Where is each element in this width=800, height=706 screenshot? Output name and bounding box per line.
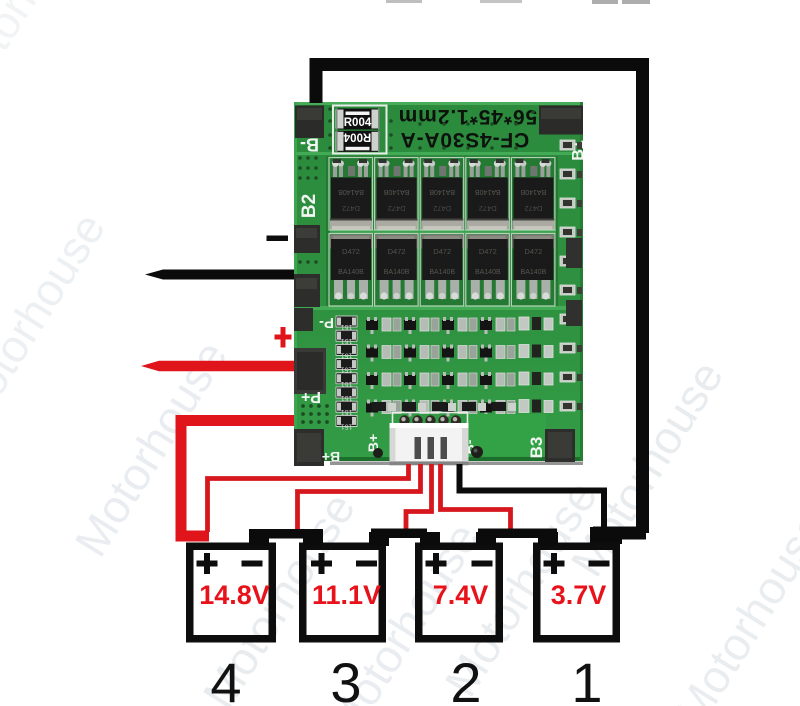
svg-text:151: 151	[341, 380, 353, 387]
svg-text:151: 151	[341, 323, 353, 330]
svg-text:D472: D472	[524, 204, 542, 213]
svg-text:56*45*1.2mm: 56*45*1.2mm	[398, 105, 538, 128]
svg-text:151: 151	[341, 422, 353, 429]
svg-text:D472: D472	[479, 247, 497, 256]
svg-text:P-: P-	[319, 314, 334, 331]
svg-text:BA140B: BA140B	[383, 188, 409, 195]
svg-text:151: 151	[341, 394, 353, 401]
svg-text:B2: B2	[299, 194, 320, 218]
svg-text:B-: B-	[300, 135, 319, 155]
svg-text:B3: B3	[527, 437, 546, 459]
svg-text:B+: B+	[322, 449, 340, 465]
svg-text:2: 2	[450, 651, 481, 706]
svg-text:151: 151	[341, 408, 353, 415]
svg-text:R004: R004	[343, 130, 371, 142]
svg-text:BA140B: BA140B	[521, 269, 547, 276]
svg-text:D472: D472	[433, 204, 451, 213]
svg-text:BA140B: BA140B	[475, 269, 501, 276]
svg-text:D472: D472	[479, 204, 497, 213]
svg-text:BA140B: BA140B	[520, 188, 546, 195]
svg-text:D472: D472	[388, 204, 406, 213]
svg-text:7.4V: 7.4V	[433, 580, 489, 610]
svg-text:BA140B: BA140B	[338, 188, 364, 195]
svg-text:BA140B: BA140B	[429, 269, 455, 276]
svg-text:151: 151	[341, 337, 353, 344]
svg-text:CF-4S30A-A: CF-4S30A-A	[400, 128, 529, 151]
svg-text:D472: D472	[342, 204, 360, 213]
svg-text:D472: D472	[342, 247, 360, 256]
svg-text:14.8V: 14.8V	[199, 580, 270, 610]
svg-text:BA140B: BA140B	[429, 188, 455, 195]
svg-text:B+: B+	[365, 434, 381, 452]
svg-text:BA140B: BA140B	[338, 269, 364, 276]
svg-text:1: 1	[571, 651, 602, 706]
svg-text:151: 151	[341, 351, 353, 358]
svg-text:11.1V: 11.1V	[312, 580, 381, 610]
svg-text:D472: D472	[524, 247, 542, 256]
svg-text:D472: D472	[433, 247, 451, 256]
svg-text:151: 151	[341, 366, 353, 373]
svg-text:D472: D472	[388, 247, 406, 256]
svg-text:3.7V: 3.7V	[551, 580, 607, 610]
svg-text:P+: P+	[301, 388, 321, 405]
svg-text:R004: R004	[344, 117, 372, 129]
svg-text:BA140B: BA140B	[384, 269, 410, 276]
svg-text:BA140B: BA140B	[475, 188, 501, 195]
svg-text:4: 4	[210, 651, 241, 706]
svg-text:3: 3	[330, 651, 361, 706]
